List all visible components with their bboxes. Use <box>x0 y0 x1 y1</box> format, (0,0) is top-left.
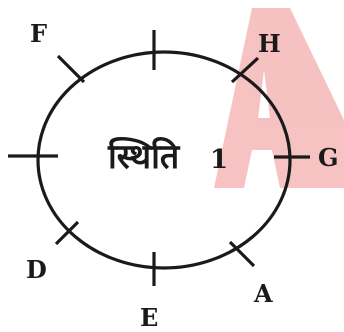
seat-label-e: E <box>140 303 158 332</box>
seat-tick-d <box>54 220 80 246</box>
seat-label-f: F <box>30 19 47 48</box>
center-number: 1 <box>210 145 228 175</box>
seat-label-h: H <box>258 29 281 58</box>
round-table-ring <box>36 50 292 270</box>
seat-tick-f <box>56 54 86 84</box>
seat-label-g: G <box>318 143 339 172</box>
seat-tick-a <box>228 240 256 268</box>
seat-label-d: D <box>26 255 47 284</box>
seat-tick-h <box>230 56 260 84</box>
seat-label-a: A <box>253 279 273 308</box>
center-title: स्थिति <box>107 136 181 177</box>
